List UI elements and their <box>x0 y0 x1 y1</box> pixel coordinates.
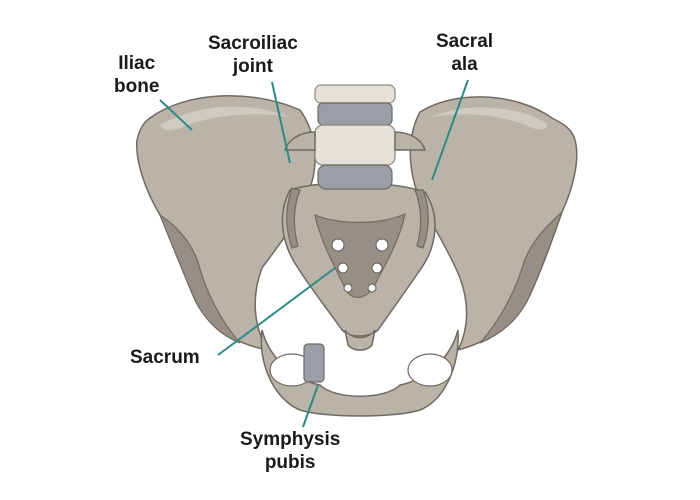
label-symphysis-pubis-line2: pubis <box>264 452 316 473</box>
leader-sacroiliac-joint <box>271 81 291 164</box>
right-iliac-shadow <box>479 211 563 344</box>
coccyx <box>344 329 376 351</box>
vertebra-body-top <box>314 84 396 104</box>
left-iliac-shadow <box>158 213 241 344</box>
label-iliac-bone-line1: Iliac <box>118 53 156 74</box>
leader-sacrum <box>217 267 336 356</box>
label-sacral-ala: Sacral ala <box>436 30 493 76</box>
right-iliac-bone <box>409 96 578 352</box>
sacral-foramen <box>343 283 353 293</box>
right-obturator-foramen <box>407 353 453 387</box>
vertebra-process-left <box>283 131 316 151</box>
leader-sacral-ala <box>431 79 469 181</box>
label-symphysis-pubis: Symphysis pubis <box>240 428 340 474</box>
left-iliac-highlight <box>160 106 292 131</box>
right-iliac-highlight <box>428 107 548 130</box>
symphysis-cartilage <box>303 343 325 383</box>
pubic-arch <box>260 329 459 417</box>
sacral-foramen <box>337 262 349 274</box>
label-iliac-bone: Iliac bone <box>114 52 159 98</box>
left-sacroiliac-joint <box>286 187 301 249</box>
label-sacral-ala-line2: ala <box>451 54 478 75</box>
leader-symphysis-pubis <box>302 384 319 428</box>
label-sacrum-line1: Sacrum <box>130 347 200 368</box>
label-iliac-bone-line2: bone <box>114 76 160 97</box>
vertebra-body <box>314 124 396 166</box>
right-sacroiliac-joint <box>414 189 429 249</box>
leader-iliac-bone <box>159 99 193 131</box>
label-sacroiliac-joint-line1: Sacroiliac <box>208 33 298 54</box>
sacral-foramen <box>375 238 389 252</box>
label-sacral-ala-line1: Sacral <box>436 31 494 52</box>
sacral-foramen <box>331 238 345 252</box>
label-sacroiliac-joint-line2: joint <box>232 56 273 77</box>
sacral-foramen <box>367 283 377 293</box>
sacral-foramen <box>371 262 383 274</box>
intervertebral-disc <box>317 102 393 126</box>
vertebra-process-right <box>394 131 427 151</box>
label-symphysis-pubis-line1: Symphysis <box>240 429 341 450</box>
label-sacrum: Sacrum <box>130 346 200 369</box>
intervertebral-disc <box>317 164 393 190</box>
label-sacroiliac-joint: Sacroiliac joint <box>208 32 298 78</box>
